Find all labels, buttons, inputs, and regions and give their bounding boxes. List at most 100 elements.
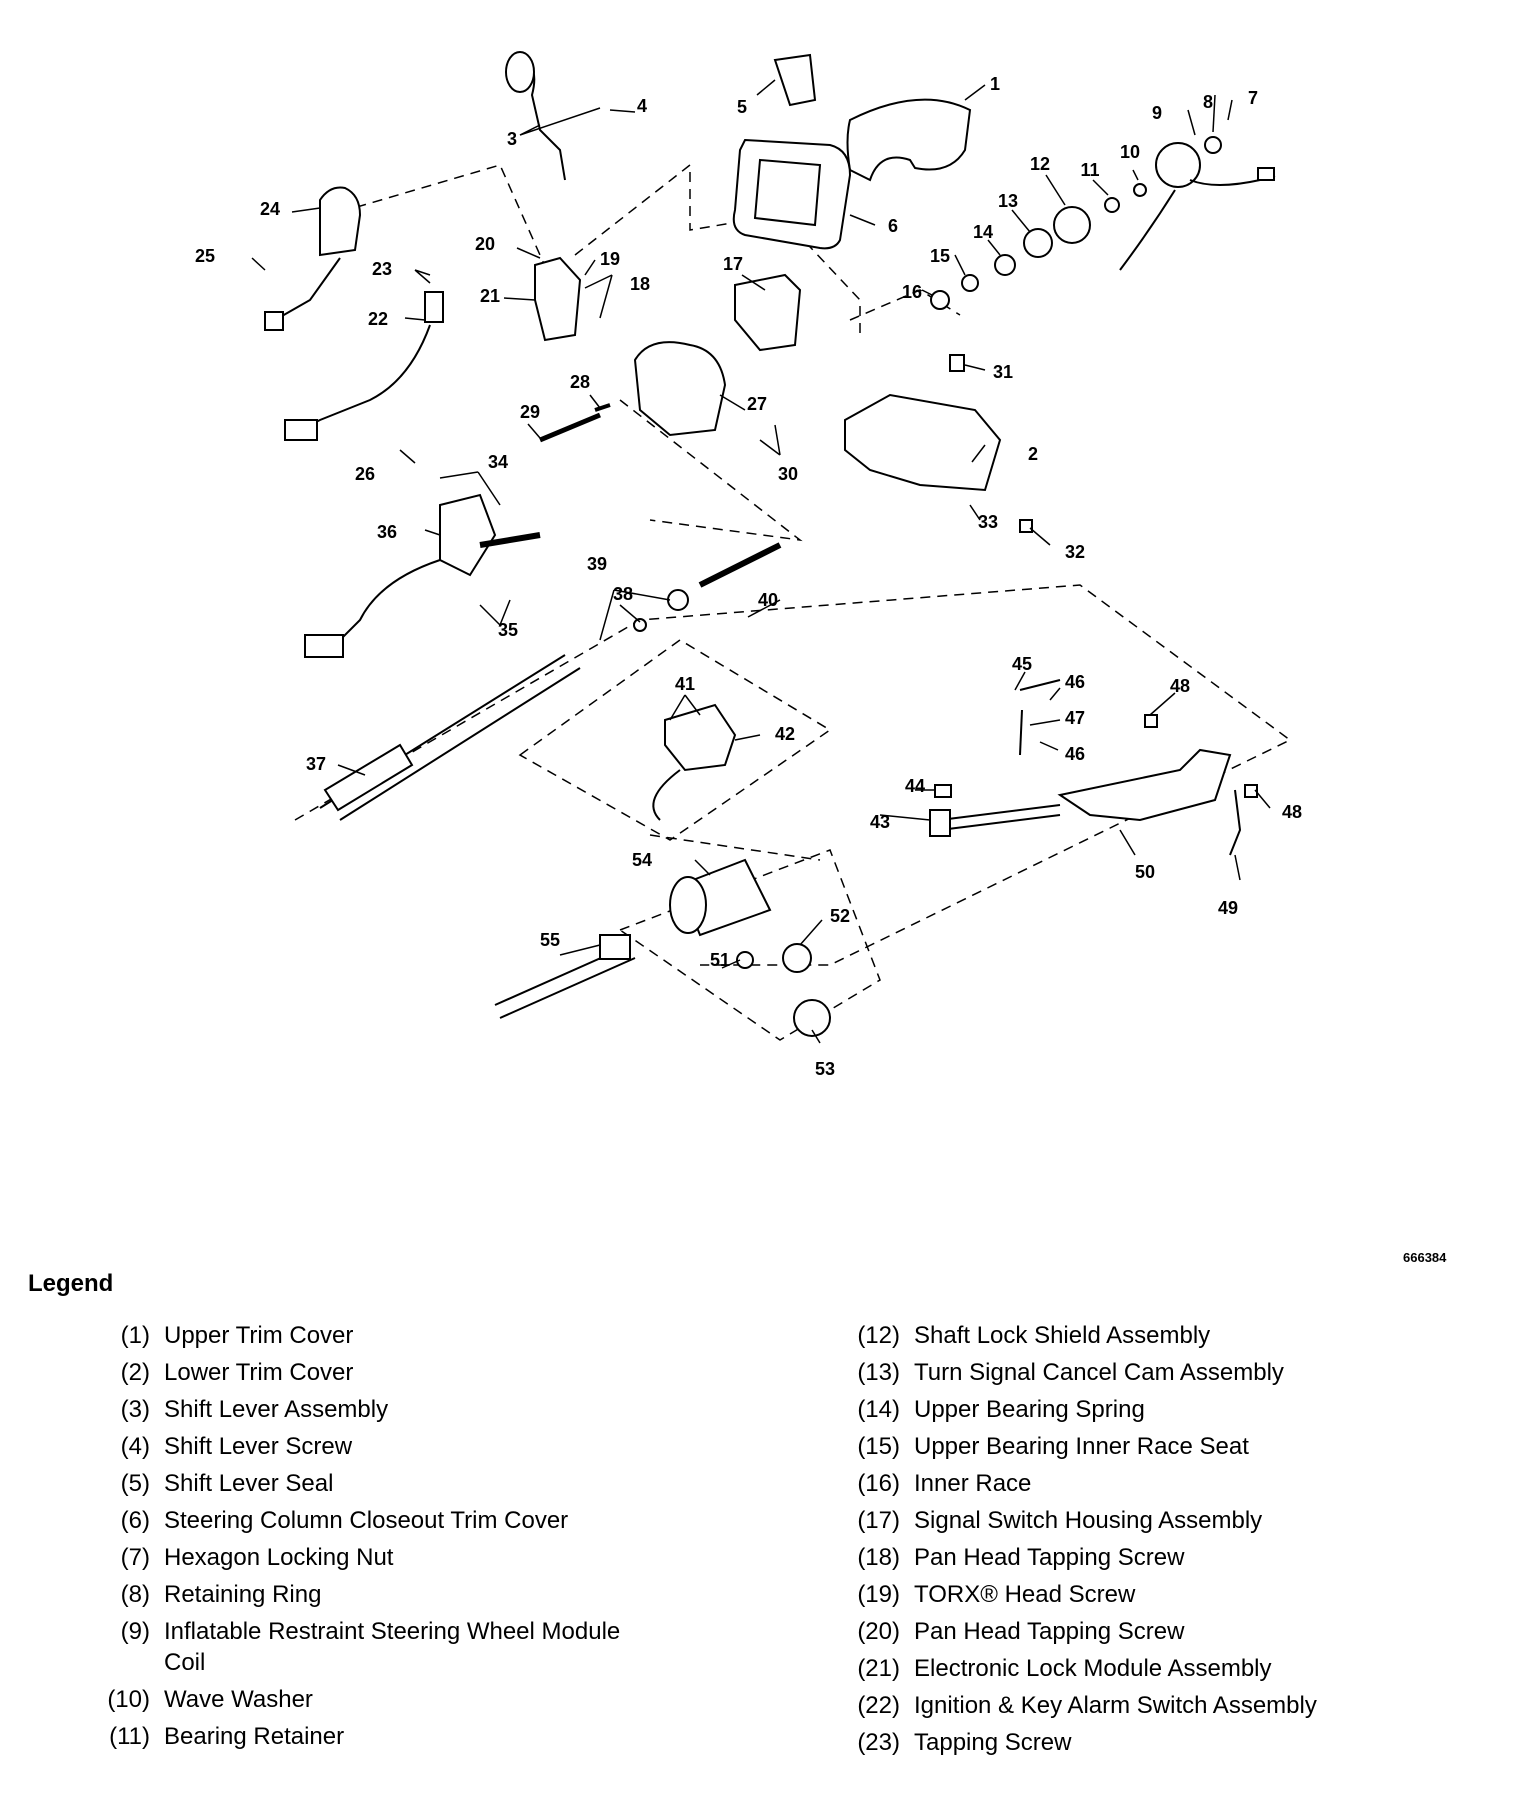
legend-num: (11): [109, 1723, 150, 1750]
column-jacket: [1057, 748, 1232, 822]
clip-44: [934, 784, 952, 798]
legend-item: (16)Inner Race: [822, 1468, 1482, 1499]
switch-lever: [479, 532, 541, 548]
legend-text: Tapping Screw: [914, 1729, 1072, 1756]
callout-43: 43: [870, 812, 890, 832]
legend-item: (21)Electronic Lock Module Assembly: [822, 1653, 1482, 1684]
callout-51: 51: [710, 950, 730, 970]
callout-5: 5: [737, 97, 747, 117]
callout-50: 50: [1135, 862, 1155, 882]
callout-10: 10: [1120, 142, 1140, 162]
module-coil: [1155, 142, 1201, 188]
leader-lines: [251, 79, 1271, 1044]
callout-33: 33: [978, 512, 998, 532]
callout-32: 32: [1065, 542, 1085, 562]
legend-num: (6): [120, 1507, 150, 1534]
callout-12: 12: [1030, 154, 1050, 174]
legend-item: (1) Upper Trim Cover: [72, 1320, 672, 1351]
legend-item: (18)Pan Head Tapping Screw: [822, 1542, 1482, 1573]
legend-num: (19): [857, 1581, 900, 1608]
callout-13: 13: [998, 191, 1018, 211]
callout-18: 18: [630, 274, 650, 294]
legend-text: Upper Trim Cover: [164, 1322, 354, 1349]
bearing-retainer: [1104, 197, 1120, 213]
legend-item: (7)Hexagon Locking Nut: [72, 1542, 672, 1573]
legend-text: Upper Bearing Spring: [914, 1396, 1145, 1423]
legend-item: (13) Turn Signal Cancel Cam Assembly: [822, 1357, 1482, 1388]
shift-lever-knob: [505, 51, 535, 93]
callout-41: 41: [675, 674, 695, 694]
callout-55: 55: [540, 930, 560, 950]
legend-text: Shaft Lock Shield Assembly: [914, 1322, 1211, 1349]
legend-num: (15): [857, 1433, 900, 1460]
callout-4: 4: [637, 96, 647, 116]
legend-num: (1): [120, 1322, 150, 1349]
switch-harness-45: [1019, 679, 1061, 691]
legend-text: Turn Signal Cancel Cam Assembly: [914, 1359, 1284, 1386]
lock-cable: [652, 769, 681, 821]
legend-item: (19)TORX® Head Screw: [822, 1579, 1482, 1610]
sensor-38: [633, 618, 647, 632]
lower-trim-cover: [844, 393, 1002, 492]
callout-30: 30: [778, 464, 798, 484]
switch-connector: [264, 311, 284, 331]
callout-8: 8: [1203, 92, 1213, 112]
callout-14: 14: [973, 222, 993, 242]
legend-item: (23)Tapping Screw: [822, 1727, 1482, 1758]
legend-num: (16): [857, 1470, 900, 1497]
legend-num: (14): [857, 1396, 900, 1423]
legend-text: Pan Head Tapping Screw: [914, 1544, 1185, 1571]
callout-46b: 46: [1065, 744, 1085, 764]
coil-harness-2: [1119, 189, 1176, 271]
callout-3: 3: [507, 129, 517, 149]
shaft-lock-shield: [1053, 206, 1091, 244]
callout-2: 2: [1028, 444, 1038, 464]
legend-item: (2)Lower Trim Cover: [72, 1357, 672, 1388]
callout-47: 47: [1065, 708, 1085, 728]
electronic-lock-module: [534, 256, 582, 342]
legend-text: Shift Lever Screw: [164, 1433, 353, 1460]
callout-40: 40: [758, 590, 778, 610]
wave-washer: [1133, 183, 1147, 197]
shaft-end: [323, 743, 414, 812]
legend-text: Inflatable Restraint Steering Wheel Modu…: [164, 1618, 621, 1676]
callout-6: 6: [888, 216, 898, 236]
upper-trim-cover: [846, 98, 972, 182]
callout-27: 27: [747, 394, 767, 414]
legend-right-column: (12)Shaft Lock Shield Assembly (13)Turn …: [822, 1320, 1482, 1764]
callout-54: 54: [632, 850, 652, 870]
figure-id: 666384: [1403, 1250, 1447, 1265]
lock-module-42: [664, 703, 737, 772]
multifunction-harness: [329, 559, 441, 651]
callout-16: 16: [902, 282, 922, 302]
lever-49: [1229, 789, 1242, 856]
legend-text: Hexagon Locking Nut: [164, 1544, 394, 1571]
callout-49: 49: [1218, 898, 1238, 918]
bushing-48a: [1144, 714, 1158, 728]
legend-text: Retaining Ring: [164, 1581, 322, 1608]
legend-item: (11)Bearing Retainer: [72, 1721, 672, 1752]
key-alarm-switch: [319, 186, 362, 257]
callout-53: 53: [815, 1059, 835, 1079]
ignition-harness: [299, 324, 431, 431]
legend-text: Pan Head Tapping Screw: [914, 1618, 1185, 1645]
switch-harness: [274, 257, 341, 321]
legend-num: (5): [120, 1470, 150, 1497]
signal-switch-housing: [734, 273, 802, 352]
legend-num: (17): [857, 1507, 900, 1534]
bracket-47: [1019, 709, 1023, 756]
upper-bearing-spring: [994, 254, 1016, 276]
legend-item: (17)Signal Switch Housing Assembly: [822, 1505, 1482, 1536]
callout-44: 44: [905, 776, 925, 796]
callout-36: 36: [377, 522, 397, 542]
callout-38: 38: [613, 584, 633, 604]
callout-45: 45: [1012, 654, 1032, 674]
callouts: 1 2 3 4 5 6 7 8 9 10 11 12 13 14 15 16 1…: [195, 74, 1302, 1079]
legend-num: (13): [857, 1359, 900, 1386]
cancel-cam: [1023, 228, 1053, 258]
shaft-bearing: [698, 542, 782, 588]
legend-text: Upper Bearing Inner Race Seat: [914, 1433, 1249, 1460]
callout-21: 21: [480, 286, 500, 306]
legend-text: Shift Lever Assembly: [164, 1396, 389, 1423]
legend-text: Shift Lever Seal: [164, 1470, 334, 1497]
